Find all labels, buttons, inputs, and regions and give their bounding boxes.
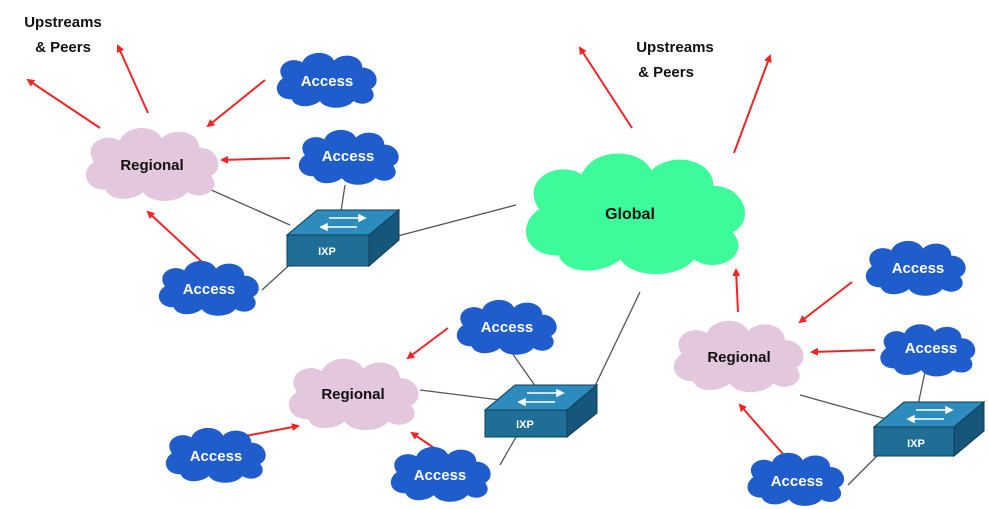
access-label: Access bbox=[481, 319, 534, 336]
ixp-switch-nw: IXP bbox=[285, 208, 401, 268]
access-cloud-se-top: Access bbox=[865, 240, 966, 296]
upstreams-label-global: Upstreams & Peers bbox=[636, 39, 714, 81]
upstreams-text: Upstreams bbox=[24, 14, 102, 31]
peers-text: & Peers bbox=[638, 64, 694, 81]
switch-arrows-icon bbox=[319, 213, 367, 232]
ixp-label: IXP bbox=[516, 419, 534, 431]
access-cloud-nw-top: Access bbox=[276, 52, 377, 108]
link-regional-ixp-s bbox=[419, 389, 501, 401]
regional-label: Regional bbox=[707, 349, 770, 366]
arrow-regional-to-global-se bbox=[732, 268, 741, 313]
arrow-access-to-regional-nw-2 bbox=[220, 155, 291, 164]
arrow-access-to-regional-nw-3 bbox=[146, 210, 203, 263]
link-access-ixp-se bbox=[917, 371, 926, 406]
access-cloud-se-mid: Access bbox=[880, 324, 976, 377]
ixp-label: IXP bbox=[318, 246, 336, 258]
link-access-ixp-s bbox=[509, 349, 539, 391]
arrow-access-to-regional-se-3 bbox=[738, 403, 791, 463]
link-regional-ixp-nw bbox=[199, 184, 291, 226]
access-cloud-nw-bottom: Access bbox=[158, 260, 259, 316]
switch-arrows-icon bbox=[517, 388, 565, 407]
upstreams-label-nw: Upstreams & Peers bbox=[24, 14, 102, 56]
regional-label: Regional bbox=[120, 157, 183, 174]
access-label: Access bbox=[905, 340, 958, 357]
arrow-global-to-upstream-2 bbox=[733, 54, 772, 154]
access-cloud-nw-mid: Access bbox=[298, 129, 399, 185]
global-cloud: Global bbox=[525, 153, 746, 274]
arrow-access-to-regional-nw-1 bbox=[206, 79, 266, 128]
arrow-global-to-upstream-1 bbox=[578, 46, 633, 129]
access-cloud-s-top: Access bbox=[456, 299, 557, 355]
arrow-access-to-regional-se-1 bbox=[798, 281, 853, 324]
ixp-label: IXP bbox=[907, 438, 925, 450]
regional-cloud-se: Regional bbox=[673, 320, 804, 393]
ixp-switch-se: IXP bbox=[872, 400, 986, 458]
access-label: Access bbox=[183, 281, 236, 298]
access-cloud-se-bottom: Access bbox=[747, 452, 845, 506]
regional-label: Regional bbox=[321, 386, 384, 403]
regional-cloud-s: Regional bbox=[288, 358, 419, 431]
access-label: Access bbox=[190, 448, 243, 465]
peers-text: & Peers bbox=[35, 39, 91, 56]
switch-side bbox=[368, 208, 400, 268]
access-label: Access bbox=[414, 467, 467, 484]
link-regional-ixp-se bbox=[799, 394, 891, 421]
access-label: Access bbox=[322, 148, 375, 165]
access-label: Access bbox=[301, 73, 354, 90]
access-cloud-s-bottom: Access bbox=[390, 446, 491, 502]
access-cloud-s-left: Access bbox=[165, 427, 266, 483]
global-label: Global bbox=[605, 206, 655, 223]
upstreams-text: Upstreams bbox=[636, 39, 714, 56]
regional-cloud-nw: Regional bbox=[86, 128, 219, 201]
ixp-switch-s: IXP bbox=[483, 383, 599, 439]
access-label: Access bbox=[892, 260, 945, 277]
switch-side bbox=[566, 383, 598, 439]
link-ixp-global-nw bbox=[389, 204, 517, 239]
arrow-regional-to-upstream-1 bbox=[26, 78, 101, 129]
access-label: Access bbox=[771, 473, 824, 490]
arrows-layer bbox=[26, 44, 876, 463]
switch-arrows-icon bbox=[906, 405, 954, 424]
link-ixp-global-s bbox=[593, 291, 641, 389]
arrow-access-to-regional-s-2 bbox=[239, 423, 300, 438]
links-layer bbox=[199, 184, 926, 486]
arrow-access-to-regional-s-1 bbox=[406, 327, 449, 360]
arrow-regional-to-upstream-2 bbox=[116, 44, 149, 114]
link-access-ixp-se-2 bbox=[847, 454, 879, 486]
switch-side bbox=[953, 400, 985, 458]
arrow-access-to-regional-se-2 bbox=[810, 347, 876, 356]
